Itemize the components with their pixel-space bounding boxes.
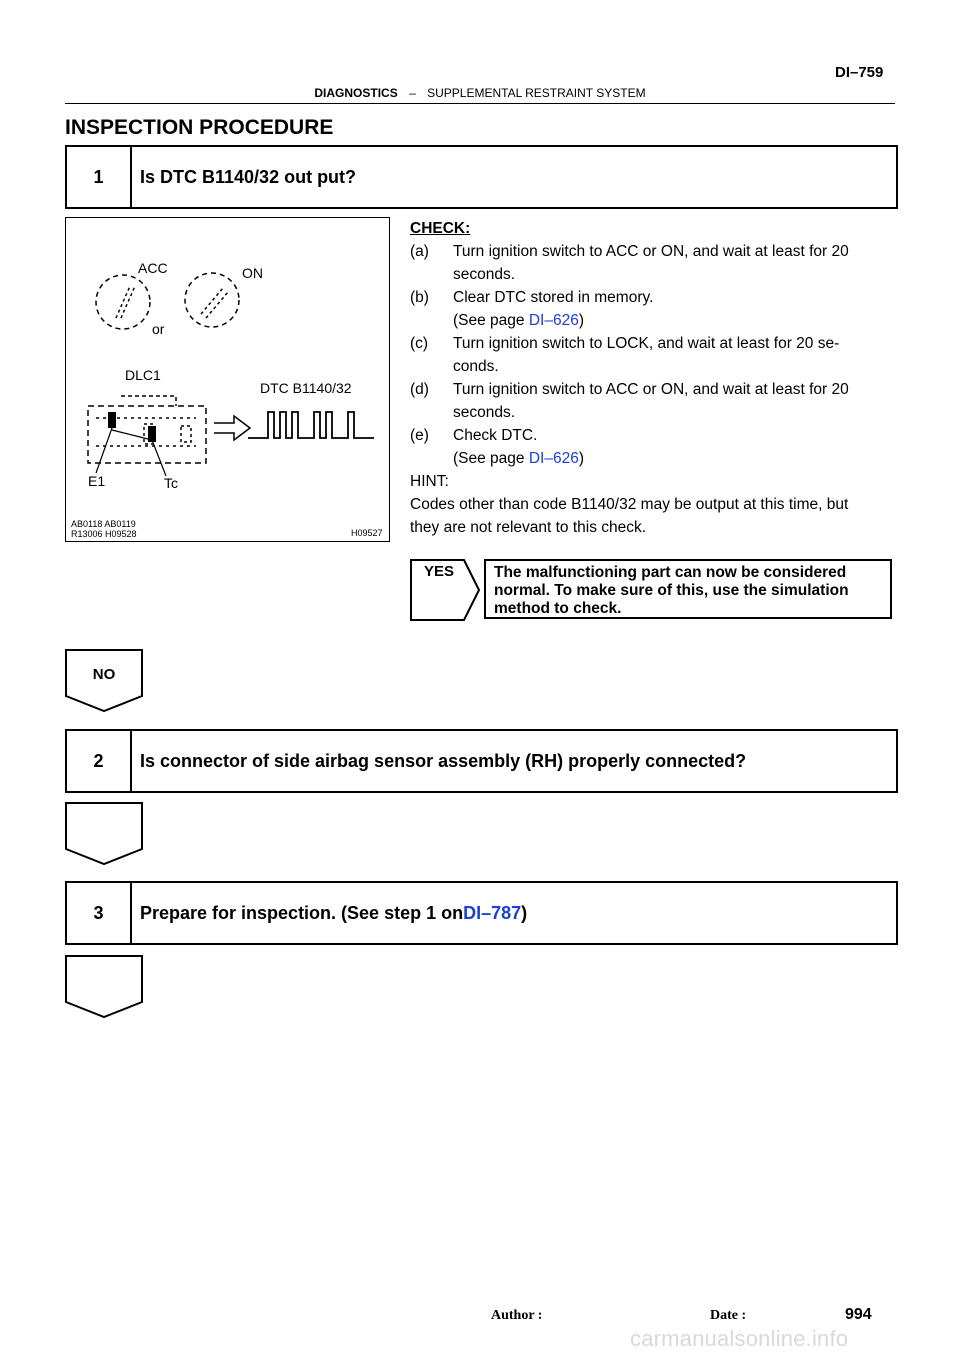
on-key-icon (184, 272, 240, 328)
no-label: NO (92, 666, 116, 683)
check-section: CHECK: (a) Turn ignition switch to ACC o… (410, 217, 900, 539)
tc-terminal (148, 426, 156, 442)
e1-terminal (108, 412, 116, 428)
section-separator: – (409, 86, 416, 100)
figure-drawing (87, 272, 374, 477)
section-title: DIAGNOSTICS (314, 86, 398, 100)
or-label: or (152, 321, 165, 337)
dtc-label: DTC B1140/32 (260, 380, 352, 396)
step-2-number: 2 (67, 731, 132, 791)
yes-result-line-1: The malfunctioning part can now be consi… (494, 564, 847, 581)
yes-label: YES (424, 563, 455, 580)
flow-arrow-3 (65, 955, 143, 1019)
check-item-b-label: (b) (410, 289, 429, 306)
acc-key-icon (95, 274, 151, 330)
page-link-di626[interactable]: DI–626 (528, 312, 579, 329)
check-item-d-label: (d) (410, 381, 429, 398)
see-page-close: ) (578, 312, 584, 329)
flow-arrow-2 (65, 802, 143, 866)
step-1-number: 1 (67, 147, 132, 207)
watermark: carmanualsonline.info (630, 1326, 849, 1351)
section-header: DIAGNOSTICS – SUPPLEMENTAL RESTRAINT SYS… (0, 86, 960, 100)
dlc1-connector-icon (87, 395, 207, 464)
yes-result-box: The malfunctioning part can now be consi… (484, 559, 892, 619)
subsection-title: SUPPLEMENTAL RESTRAINT SYSTEM (427, 86, 646, 100)
e1-label: E1 (88, 473, 106, 489)
check-item-c-label: (c) (410, 335, 429, 352)
check-item-e-see: (See page DI–626) (410, 447, 900, 470)
step-3-box: 3 Prepare for inspection. (See step 1 on… (65, 881, 898, 945)
check-item-c: (c) Turn ignition switch to LOCK, and wa… (410, 332, 900, 355)
date-label: Date : (710, 1308, 747, 1323)
step-3-text: Prepare for inspection. (See step 1 on D… (140, 883, 527, 943)
check-item-e-text: Check DTC. (453, 427, 538, 444)
yes-result-line-2: normal. To make sure of this, use the si… (494, 582, 849, 599)
check-item-a-cont: seconds. (453, 266, 516, 283)
no-flow-arrow (65, 649, 143, 713)
check-item-d-cont: seconds. (453, 404, 516, 421)
dlc1-label: DLC1 (125, 367, 161, 383)
yes-arrow-shape (410, 559, 480, 621)
page-code: DI–759 (835, 64, 884, 81)
tc-label: Tc (164, 475, 178, 491)
check-item-c-cont: conds. (453, 358, 499, 375)
check-item-d-text: Turn ignition switch to ACC or ON, and w… (453, 381, 849, 398)
hint-text-line-2: they are not relevant to this check. (410, 519, 647, 536)
page-title: INSPECTION PROCEDURE (65, 116, 334, 139)
figure-id: H09527 (351, 528, 383, 538)
check-item-e: (e) Check DTC. (410, 424, 900, 447)
arrow-icon (214, 414, 252, 442)
author-label: Author : (491, 1308, 543, 1323)
page-link-di787[interactable]: DI–787 (463, 902, 522, 923)
see-page-text: (See page (453, 312, 529, 329)
check-item-e-label: (e) (410, 427, 429, 444)
check-item-b-see: (See page DI–626) (410, 309, 900, 332)
figure-codes-line-1: AB0118 AB0119 (71, 519, 136, 529)
check-item-b: (b) Clear DTC stored in memory. (410, 286, 900, 309)
jumper-wire (95, 427, 167, 477)
check-item-a-label: (a) (410, 243, 429, 260)
on-label: ON (242, 265, 263, 281)
step-3-text-after: ) (521, 902, 528, 923)
step-3-number: 3 (67, 883, 132, 943)
step-3-text-before: Prepare for inspection. (See step 1 on (140, 902, 464, 923)
yes-result-line-3: method to check. (494, 600, 622, 617)
header-rule (65, 103, 895, 104)
step-1-text: Is DTC B1140/32 out put? (140, 166, 357, 187)
step-2-text: Is connector of side airbag sensor assem… (140, 750, 747, 771)
check-heading: CHECK: (410, 220, 471, 237)
check-item-d: (d) Turn ignition switch to ACC or ON, a… (410, 378, 900, 401)
figure-codes-line-2: R13006 H09528 (71, 529, 137, 539)
see-page-close: ) (578, 450, 584, 467)
dtc-waveform (248, 411, 374, 439)
check-item-a: (a) Turn ignition switch to ACC or ON, a… (410, 240, 900, 263)
check-item-a-text: Turn ignition switch to ACC or ON, and w… (453, 243, 849, 260)
check-item-b-text: Clear DTC stored in memory. (453, 289, 654, 306)
acc-label: ACC (138, 260, 168, 276)
hint-label: HINT: (410, 473, 449, 490)
page-link-di626[interactable]: DI–626 (528, 450, 579, 467)
page-number: 994 (845, 1306, 872, 1323)
see-page-text: (See page (453, 450, 529, 467)
figure-codes: AB0118 AB0119 R13006 H09528 (71, 519, 137, 539)
check-item-c-text: Turn ignition switch to LOCK, and wait a… (453, 335, 840, 352)
hint-text-line-1: Codes other than code B1140/32 may be ou… (410, 496, 849, 513)
step-2-box: 2 Is connector of side airbag sensor ass… (65, 729, 898, 793)
step-1-box: 1 Is DTC B1140/32 out put? (65, 145, 898, 209)
ignition-dlc1-figure: ACC ON or DLC1 DTC B1140/32 E1 Tc AB0118… (65, 217, 390, 542)
